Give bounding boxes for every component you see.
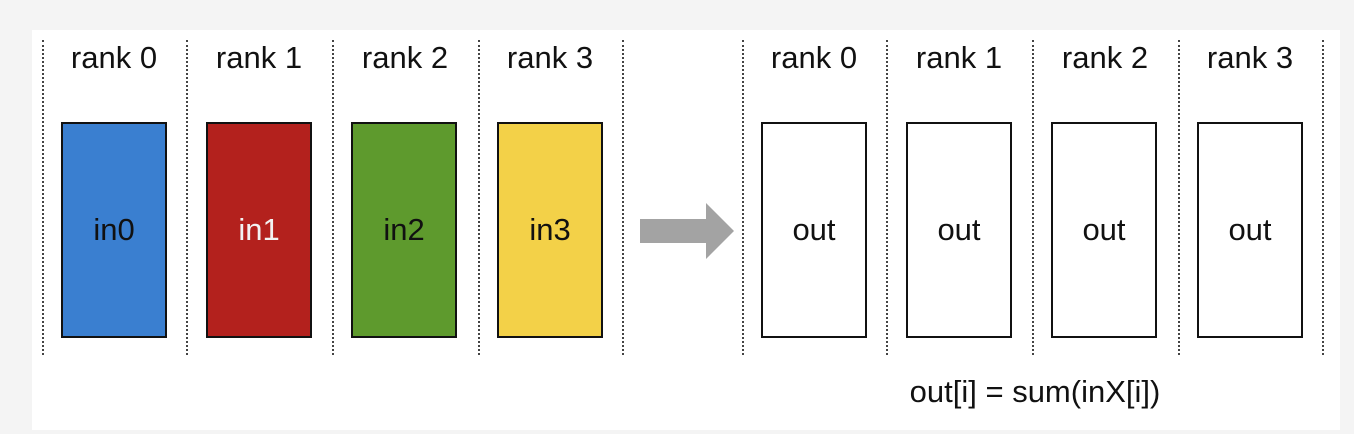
rank-label: rank 2 bbox=[1061, 40, 1149, 75]
input-buffer-rank3: in3 bbox=[497, 122, 603, 338]
input-buffer-rank0: in0 bbox=[61, 122, 167, 338]
rank-separator bbox=[1032, 40, 1034, 355]
rank-label: rank 3 bbox=[1206, 40, 1294, 75]
rank-separator bbox=[1178, 40, 1180, 355]
rank-label: rank 0 bbox=[70, 40, 158, 75]
rank-separator bbox=[886, 40, 888, 355]
right-arrow-icon bbox=[640, 203, 734, 259]
rank-label: rank 0 bbox=[770, 40, 858, 75]
input-buffer-rank1: in1 bbox=[206, 122, 312, 338]
rank-label: rank 1 bbox=[915, 40, 1003, 75]
rank-separator bbox=[42, 40, 44, 355]
rank-separator bbox=[186, 40, 188, 355]
input-buffer-rank2: in2 bbox=[351, 122, 457, 338]
rank-separator bbox=[742, 40, 744, 355]
rank-separator bbox=[332, 40, 334, 355]
output-buffer-rank3: out bbox=[1197, 122, 1303, 338]
rank-label: rank 1 bbox=[215, 40, 303, 75]
rank-separator bbox=[622, 40, 624, 355]
output-buffer-rank2: out bbox=[1051, 122, 1157, 338]
output-buffer-rank0: out bbox=[761, 122, 867, 338]
rank-separator bbox=[1322, 40, 1324, 355]
rank-separator bbox=[478, 40, 480, 355]
rank-label: rank 3 bbox=[506, 40, 594, 75]
rank-label: rank 2 bbox=[361, 40, 449, 75]
output-buffer-rank1: out bbox=[906, 122, 1012, 338]
reduction-formula: out[i] = sum(inX[i]) bbox=[909, 374, 1161, 409]
